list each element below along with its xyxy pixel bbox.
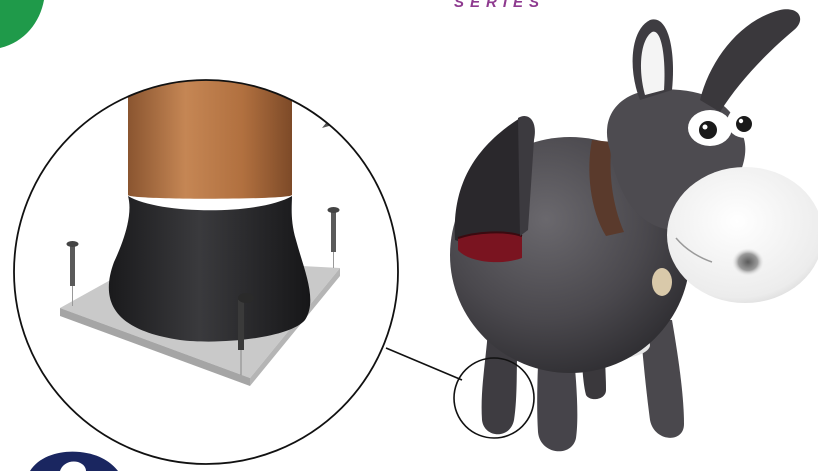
brand-green-shape	[0, 0, 44, 48]
brand-navy-shape	[30, 452, 118, 471]
series-label: SERIES	[454, 0, 545, 11]
callout-line	[386, 348, 462, 380]
donkey-figure	[450, 9, 818, 451]
detail-callout-circle	[14, 60, 398, 464]
